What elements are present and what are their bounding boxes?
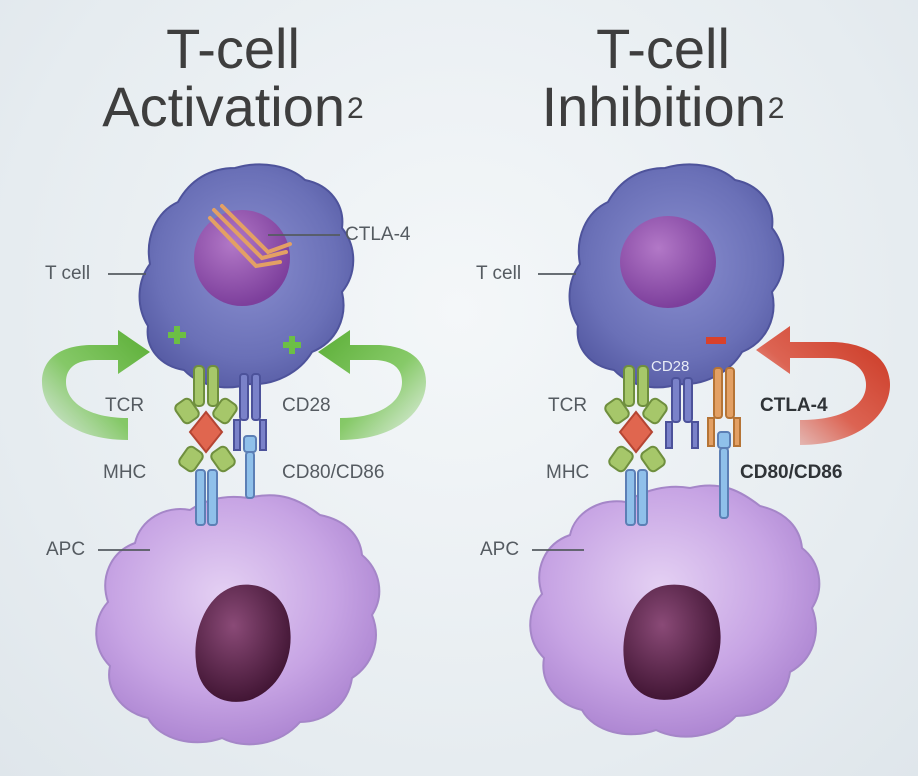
label-tcr: TCR <box>548 395 588 416</box>
label-mhc: MHC <box>546 462 590 483</box>
title-line-2: Inhibition2 <box>541 75 785 138</box>
title-line-2: Activation2 <box>102 75 364 138</box>
peptide-antigen <box>188 410 224 454</box>
activation-title: T-cell Activation2 <box>63 20 403 136</box>
title-line-1: T-cell <box>166 17 300 80</box>
cd80-cd86-ligand <box>243 435 257 499</box>
label-apc: APC <box>480 539 520 560</box>
peptide-antigen <box>618 410 654 454</box>
t-cell-nucleus <box>620 216 716 308</box>
label-cd28: CD28 <box>651 358 690 375</box>
label-t-cell: T cell <box>45 263 91 284</box>
inhibition-panel <box>529 163 890 738</box>
label-cd80-cd86: CD80/CD86 <box>740 462 843 483</box>
title-line-1: T-cell <box>596 17 730 80</box>
label-t-cell: T cell <box>476 263 522 284</box>
activation-arrow-right <box>318 330 426 440</box>
cd80-cd86-ligand <box>717 431 731 519</box>
inhibition-arrow <box>756 326 890 445</box>
cd28-receptor <box>233 373 267 451</box>
mhc-complex <box>608 445 666 526</box>
activation-arrow-left <box>42 330 150 440</box>
label-apc: APC <box>46 539 86 560</box>
ctla4-receptor <box>707 367 741 447</box>
label-tcr: TCR <box>105 395 145 416</box>
plus-icon <box>283 336 301 354</box>
plus-icon <box>168 326 186 344</box>
label-cd80-cd86: CD80/CD86 <box>282 462 385 483</box>
tcr-receptor <box>604 365 668 425</box>
leader-lines <box>532 273 584 551</box>
label-ctla4: CTLA-4 <box>345 224 411 245</box>
leader-lines <box>98 234 340 551</box>
footnote-ref: 2 <box>347 92 364 125</box>
ctla4-intracellular <box>208 204 292 269</box>
label-cd28: CD28 <box>282 395 331 416</box>
tcr-receptor <box>174 365 238 425</box>
t-cell-nucleus <box>194 210 290 306</box>
label-ctla4: CTLA-4 <box>760 395 828 416</box>
label-mhc: MHC <box>103 462 147 483</box>
footnote-ref: 2 <box>767 92 785 125</box>
minus-icon <box>706 337 726 344</box>
apc-nucleus <box>195 584 291 702</box>
cd28-receptor <box>665 377 699 449</box>
mhc-complex <box>178 445 236 526</box>
apc-nucleus <box>623 584 721 700</box>
activation-panel <box>42 163 426 746</box>
inhibition-title: T-cell Inhibition2 <box>493 20 833 136</box>
